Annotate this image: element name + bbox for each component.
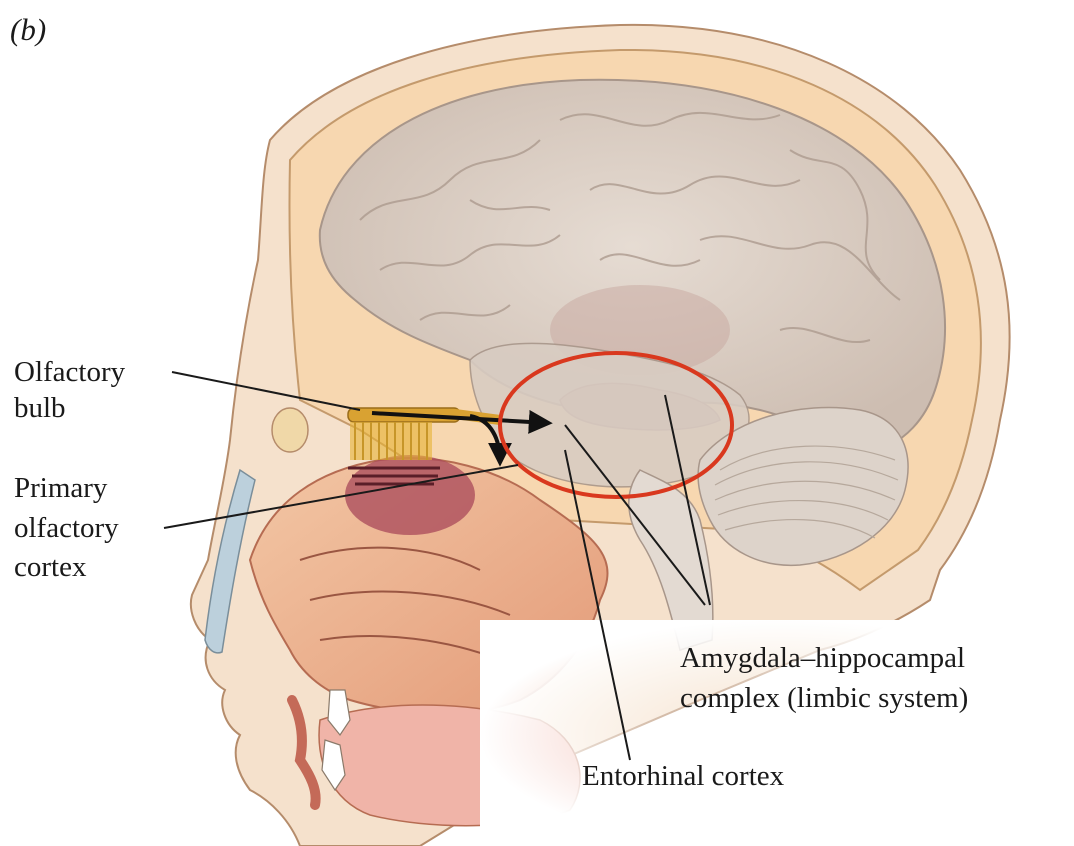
panel-label: (b) <box>10 12 46 47</box>
label-amygdala-hippocampal-line2: complex (limbic system) <box>680 682 968 714</box>
label-primary-olfactory-cortex-line2: olfactory <box>14 512 119 544</box>
frontal-sinus <box>272 408 308 452</box>
label-amygdala-hippocampal-line1: Amygdala–hippocampal <box>680 642 965 674</box>
label-entorhinal-cortex: Entorhinal cortex <box>582 760 785 792</box>
label-primary-olfactory-cortex-line1: Primary <box>14 472 108 504</box>
label-olfactory-bulb-line1: Olfactory <box>14 356 126 388</box>
cribriform-fibers <box>350 422 432 460</box>
head-illustration <box>191 25 1074 846</box>
label-olfactory-bulb-line2: bulb <box>14 392 66 424</box>
label-primary-olfactory-cortex-line3: cortex <box>14 551 87 583</box>
